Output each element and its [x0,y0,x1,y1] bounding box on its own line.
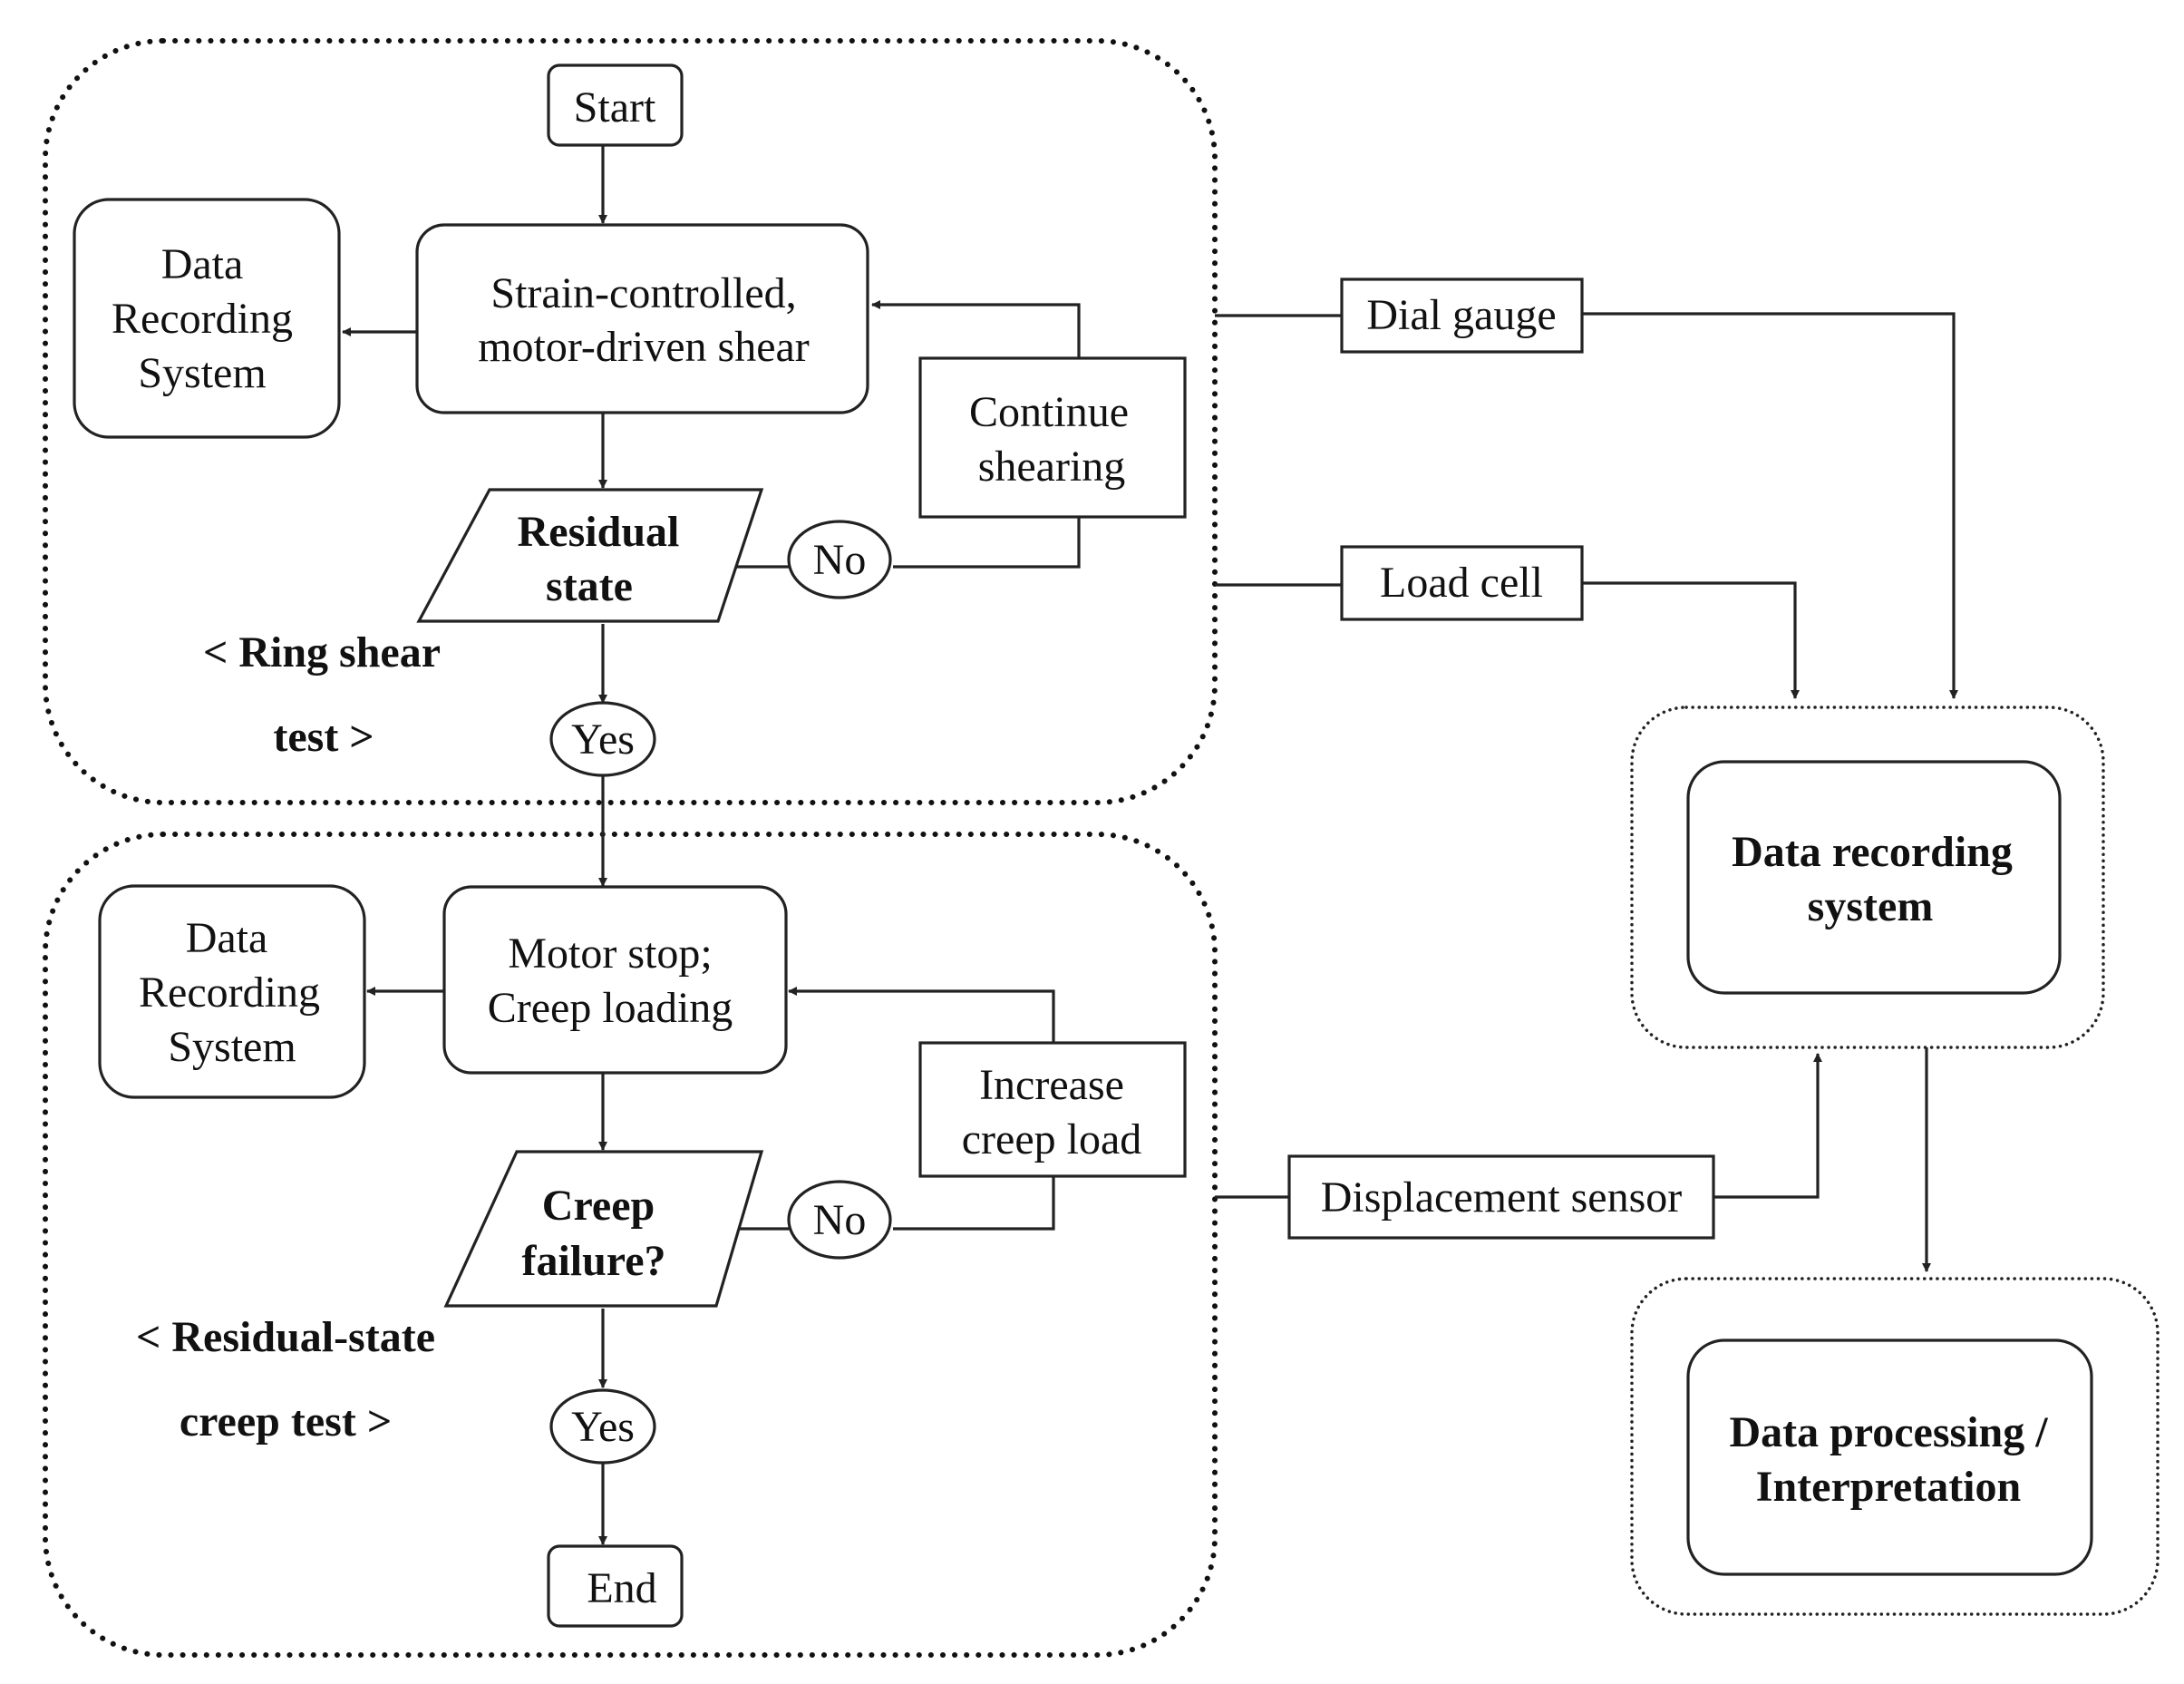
start-label: Start [574,83,656,131]
no-node-top[interactable]: No [787,520,892,599]
data-processing-box[interactable]: Data processing / Interpretation [1686,1338,2093,1576]
drs-top-label-3: System [138,349,266,397]
no-label-top: No [813,536,867,584]
increase-creep-label-1: Increase [979,1061,1124,1109]
continue-shearing-label-2: shearing [978,443,1126,491]
motor-stop-label-2: Creep loading [488,984,733,1032]
drs-top-label-2: Recording [112,295,293,343]
end-label: End [587,1564,656,1612]
recording-label-1: Data recording [1732,828,2013,876]
yes-node-top[interactable]: Yes [549,701,656,777]
arrow-increase-to-motor [788,987,1055,1043]
creep-failure-label-1: Creep [542,1182,655,1230]
residual-state-label-1: Residual [518,508,680,556]
line-no-to-continue [893,517,1081,569]
dial-gauge-box[interactable]: Dial gauge [1340,277,1584,354]
increase-creep-load-box[interactable]: Increase creep load [918,1041,1187,1178]
drs-top-label-1: Data [161,240,244,288]
processing-group [1630,1277,2160,1616]
start-node[interactable]: Start [547,63,684,147]
increase-creep-label-2: creep load [962,1115,1142,1163]
arrow-continue-to-shear [871,300,1081,358]
yes-node-bottom[interactable]: Yes [549,1388,656,1465]
continue-shearing-label-1: Continue [969,388,1129,436]
arrow-loadcell-to-recording [1582,581,1800,699]
data-recording-system-box-bottom[interactable]: Data Recording System [98,884,366,1099]
data-recording-system-main[interactable]: Data recording system [1686,760,2062,995]
arrow-dial-to-recording [1582,312,1958,699]
data-recording-system-box-top[interactable]: Data Recording System [73,198,341,439]
drs-bottom-label-3: System [168,1023,296,1071]
residual-state-decision[interactable]: Residual state [416,488,764,623]
shear-process-label-1: Strain-controlled, [490,269,796,317]
arrow-displacement-to-recording [1713,1053,1822,1199]
dial-gauge-label: Dial gauge [1366,291,1556,339]
recording-group [1630,706,2105,1049]
no-node-bottom[interactable]: No [787,1180,892,1260]
load-cell-box[interactable]: Load cell [1340,545,1584,621]
ring-shear-test-title-2: test > [273,713,374,761]
load-cell-label: Load cell [1380,559,1543,607]
creep-test-title-2: creep test > [180,1397,392,1446]
ring-shear-test-title-1: < Ring shear [203,628,441,677]
processing-label-2: Interpretation [1756,1463,2021,1511]
line-no-to-increase [893,1176,1055,1231]
displacement-sensor-label: Displacement sensor [1321,1173,1683,1222]
creep-failure-decision[interactable]: Creep failure? [443,1150,764,1308]
motor-stop-label-1: Motor stop; [508,930,712,978]
creep-test-title-1: < Residual-state [136,1313,435,1361]
processing-label-1: Data processing / [1729,1408,2048,1456]
drs-bottom-label-1: Data [186,914,268,962]
creep-test-group [43,832,1218,1658]
creep-failure-label-2: failure? [521,1237,665,1285]
no-label-bottom: No [813,1196,867,1244]
continue-shearing-box[interactable]: Continue shearing [918,356,1187,519]
displacement-sensor-box[interactable]: Displacement sensor [1287,1154,1715,1240]
shear-process-node[interactable]: Strain-controlled, motor-driven shear [415,223,869,414]
yes-label-bottom: Yes [571,1403,635,1451]
motor-stop-node[interactable]: Motor stop; Creep loading [442,885,788,1075]
end-node[interactable]: End [547,1544,684,1628]
recording-label-2: system [1808,882,1934,930]
shear-process-label-2: motor-driven shear [478,323,810,371]
yes-label-top: Yes [571,715,635,764]
residual-state-label-2: state [546,562,633,610]
drs-bottom-label-2: Recording [139,969,320,1017]
